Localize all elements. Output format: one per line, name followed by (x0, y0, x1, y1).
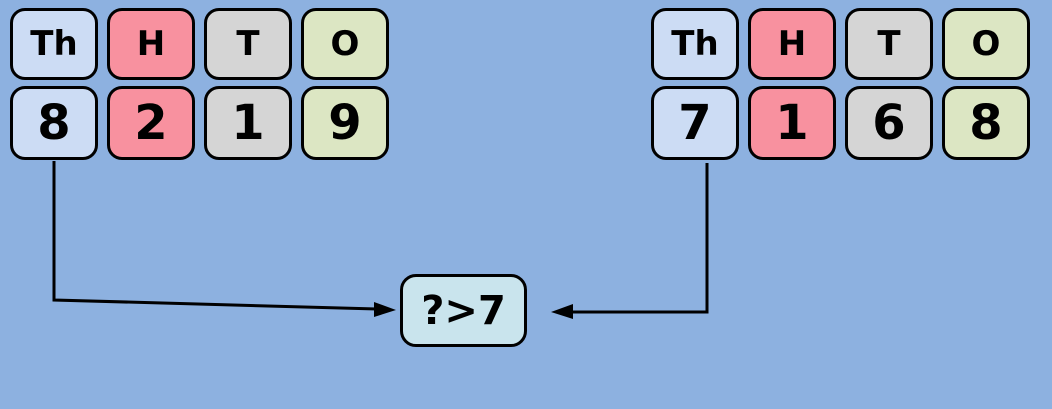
comparison-label: ?>7 (421, 287, 506, 334)
right-digit-cell-hundreds: 1 (748, 86, 836, 160)
left-header-cell-tens: T (204, 8, 292, 80)
right-header-cell-ones: O (942, 8, 1030, 80)
left-digit-cell-hundreds: 2 (107, 86, 195, 160)
left-header-cell-hundreds: H (107, 8, 195, 80)
left-arrow-line (52, 161, 378, 311)
right-digit-cell-tens: 6 (845, 86, 933, 160)
left-header-cell-ones: O (301, 8, 389, 80)
left-digit-row: 8 2 1 9 (10, 86, 389, 160)
right-digit-row: 7 1 6 8 (651, 86, 1030, 160)
right-digit-cell-thousands: 7 (651, 86, 739, 160)
place-value-chart-left: Th H T O 8 2 1 9 (10, 8, 389, 160)
right-header-row: Th H T O (651, 8, 1030, 80)
right-header-cell-thousands: Th (651, 8, 739, 80)
left-arrowhead-icon (374, 302, 396, 317)
left-digit-cell-tens: 1 (204, 86, 292, 160)
left-digit-cell-ones: 9 (301, 86, 389, 160)
left-header-row: Th H T O (10, 8, 389, 80)
right-header-cell-tens: T (845, 8, 933, 80)
comparison-box: ?>7 (400, 274, 527, 347)
left-header-cell-thousands: Th (10, 8, 98, 80)
left-digit-cell-thousands: 8 (10, 86, 98, 160)
right-arrow-line (570, 163, 709, 314)
place-value-chart-right: Th H T O 7 1 6 8 (651, 8, 1030, 160)
right-arrowhead-icon (551, 304, 573, 319)
right-header-cell-hundreds: H (748, 8, 836, 80)
right-digit-cell-ones: 8 (942, 86, 1030, 160)
